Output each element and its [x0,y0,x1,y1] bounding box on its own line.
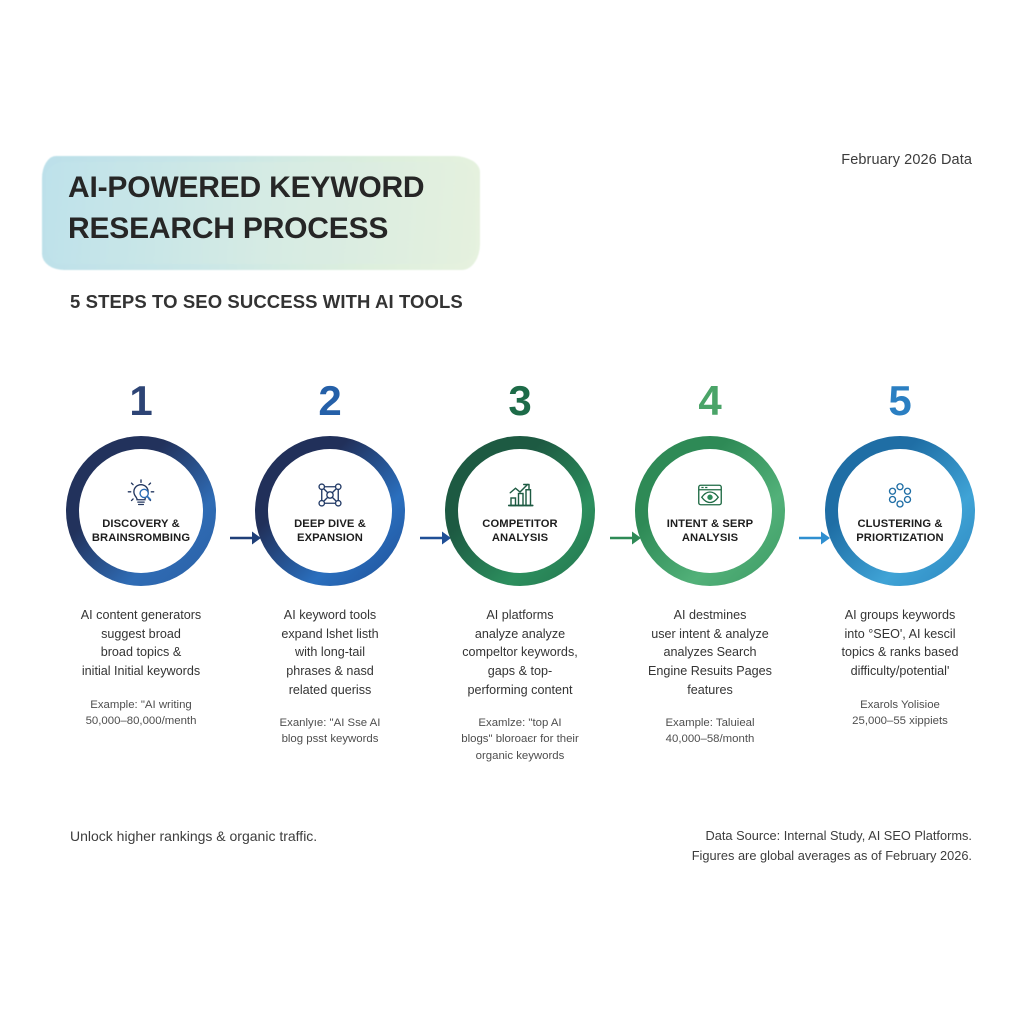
step-circle-5[interactable]: CLUSTERING & PRIORTIZATION [825,436,975,586]
title-highlight-band [42,156,480,270]
step-ring-2: DEEP DIVE & EXPANSION [255,436,405,586]
step-example-4: Example: Taluieal 40,000–58/month [665,717,755,746]
arrow-connector-3 [608,528,642,548]
footer-data-source: Data Source: Internal Study, AI SEO Plat… [691,828,972,864]
cluster-circles-icon [882,474,918,516]
step-number-1: 1 [129,377,153,424]
step-number-5: 5 [888,377,912,424]
step-circle-4[interactable]: INTENT & SERP ANALYSIS [635,436,785,586]
step-card-2[interactable]: 2 DEEP DIVE & EX [235,380,425,748]
step-label-4: INTENT & SERP ANALYSIS [666,518,754,544]
step-circle-1[interactable]: DISCOVERY & BRAINSROMBING [66,436,216,586]
step-number-2: 2 [318,377,342,424]
step-example-2: Exanlyıe: "AI Sse AI blog psst keywords [279,717,381,746]
browser-eye-icon [692,474,728,516]
page-title: AI-POWERED KEYWORD RESEARCH PROCESS [68,171,425,245]
step-card-1[interactable]: 1 DISCOVERY & BRAINSROMBING [46,380,236,729]
step-card-5[interactable]: 5 CLUSTERING & PRIORTIZATION [805,380,995,729]
lightbulb-magnifier-icon [122,474,160,516]
step-card-4[interactable]: 4 INTENT & SERP ANALYSIS [615,380,805,748]
step-label-1: DISCOVERY & BRAINSROMBING [91,518,191,544]
step-example-3: Examlze: "top AI blogs" bloroaєr for the… [461,717,579,762]
step-description-4: AI destmines user intent & analyze analy… [648,608,772,697]
step-example-1: Example: "AI writing 50,000–80,000/menth [85,698,197,727]
arrow-connector-2 [418,528,452,548]
header: February 2026 Data AI-POWERED KEYWORD RE… [0,0,1024,340]
steps-row: 1 DISCOVERY & BRAINSROMBING [0,380,1024,800]
step-number-4: 4 [698,377,722,424]
footer-tagline: Unlock higher rankings & organic traffic… [70,828,318,844]
step-description-5: AI groups keywords into °SEO', AI kescil… [841,608,959,678]
arrow-connector-1 [228,528,262,548]
step-description-2: AI keyword tools expand lshet listh with… [281,608,379,697]
page-subtitle: 5 STEPS TO SEO SUCCESS WITH AI TOOLS [70,291,463,312]
step-card-3[interactable]: 3 COMPETITOR ANALYSIS [425,380,615,764]
step-label-5: CLUSTERING & PRIORTIZATION [856,518,944,544]
step-example-5: Exarols Yolisioe 25,000–55 xippiets [852,698,948,727]
arrow-connector-4 [797,528,831,548]
step-label-2: DEEP DIVE & EXPANSION [294,518,366,544]
step-label-3: COMPETITOR ANALYSIS [482,518,558,544]
bar-chart-growth-icon [502,474,538,516]
step-description-3: AI platforms analyze analyze compeltor k… [462,608,578,697]
step-ring-3: COMPETITOR ANALYSIS [445,436,595,586]
step-circle-2[interactable]: DEEP DIVE & EXPANSION [255,436,405,586]
step-ring-4: INTENT & SERP ANALYSIS [635,436,785,586]
step-description-1: AI content generators suggest broad broa… [80,608,202,678]
page-title-block: AI-POWERED KEYWORD RESEARCH PROCESS [42,156,482,272]
step-ring-5: CLUSTERING & PRIORTIZATION [825,436,975,586]
step-ring-1: DISCOVERY & BRAINSROMBING [66,436,216,586]
step-number-3: 3 [508,377,532,424]
step-circle-3[interactable]: COMPETITOR ANALYSIS [445,436,595,586]
network-nodes-icon [312,474,348,516]
date-label: February 2026 Data [841,152,972,168]
